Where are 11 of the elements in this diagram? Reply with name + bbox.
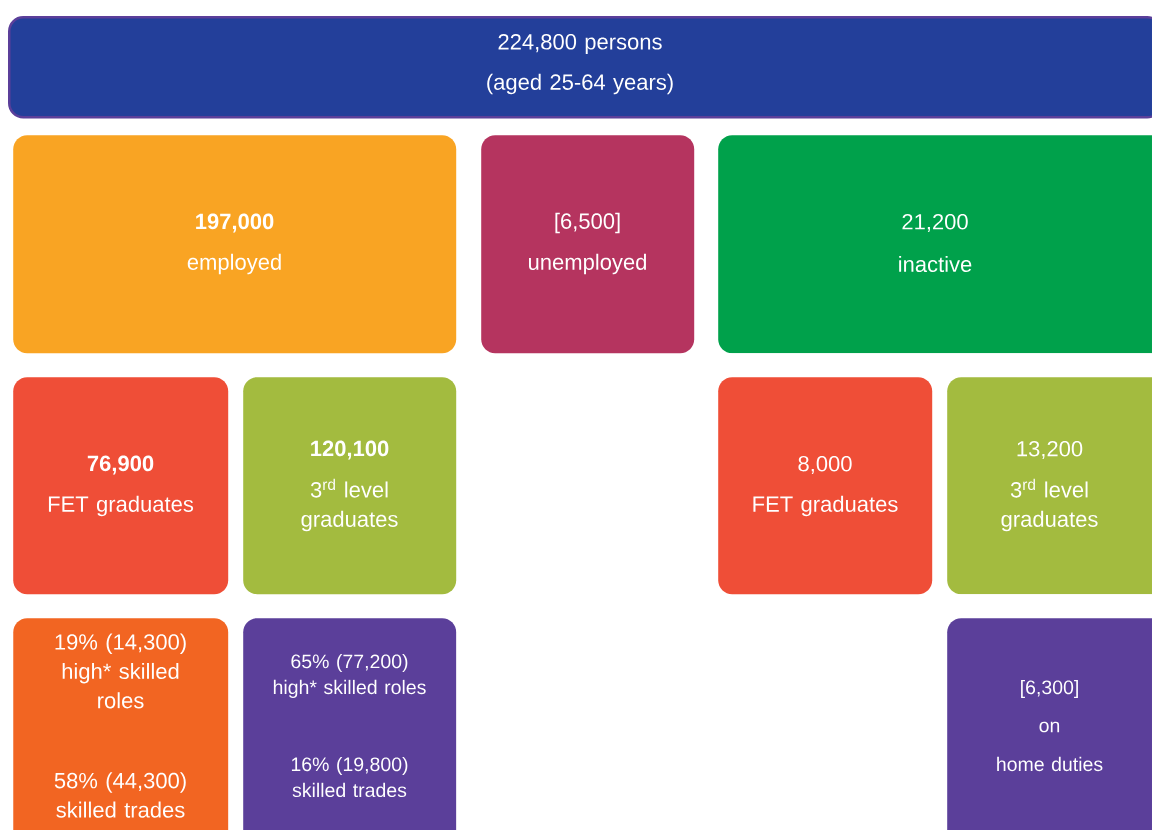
stat-box: 120,100 3$^{rd}$ level graduates: [243, 377, 457, 595]
stat-box: 13,200 3$^{rd}$ level graduates: [947, 377, 1152, 595]
stat-box: 21,200 inactive: [718, 135, 1152, 354]
stat-box: [6,300] on home duties: [947, 618, 1152, 830]
stat-box: 224,800 persons (aged 25-64 years): [8, 16, 1152, 119]
stat-box: 19% (14,300) high* skilled roles 58% (44,300) skilled trades: [13, 618, 229, 830]
stat-box: 8,000 FET graduates: [718, 377, 933, 595]
stat-box: 76,900 FET graduates: [13, 377, 229, 595]
stat-box: 65% (77,200) high* skilled roles 16% (19,800) skilled trades: [243, 618, 457, 830]
stat-box: [6,500] unemployed: [481, 135, 695, 354]
stat-box: 197,000 employed: [13, 135, 457, 354]
